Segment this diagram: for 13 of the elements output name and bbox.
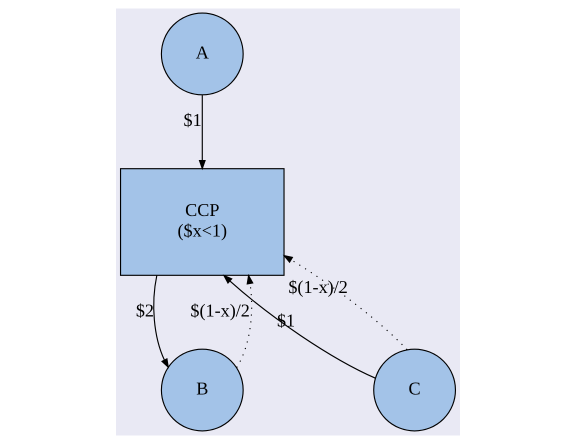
edge-label: $1 (184, 110, 202, 130)
arrow (236, 274, 254, 368)
arrow (198, 95, 206, 170)
arrow (153, 275, 170, 369)
edge-label: $(1-x)/2 (288, 277, 348, 298)
edge-label: $1 (276, 310, 296, 330)
arrow (222, 274, 376, 379)
node-circle: C (373, 348, 456, 432)
node-circle: A (160, 12, 244, 96)
node-box: CCP ($x<1) (120, 168, 285, 276)
edge-label: $(1-x)/2 (190, 300, 250, 321)
edge-label: $2 (136, 300, 154, 320)
arrow (282, 254, 408, 350)
